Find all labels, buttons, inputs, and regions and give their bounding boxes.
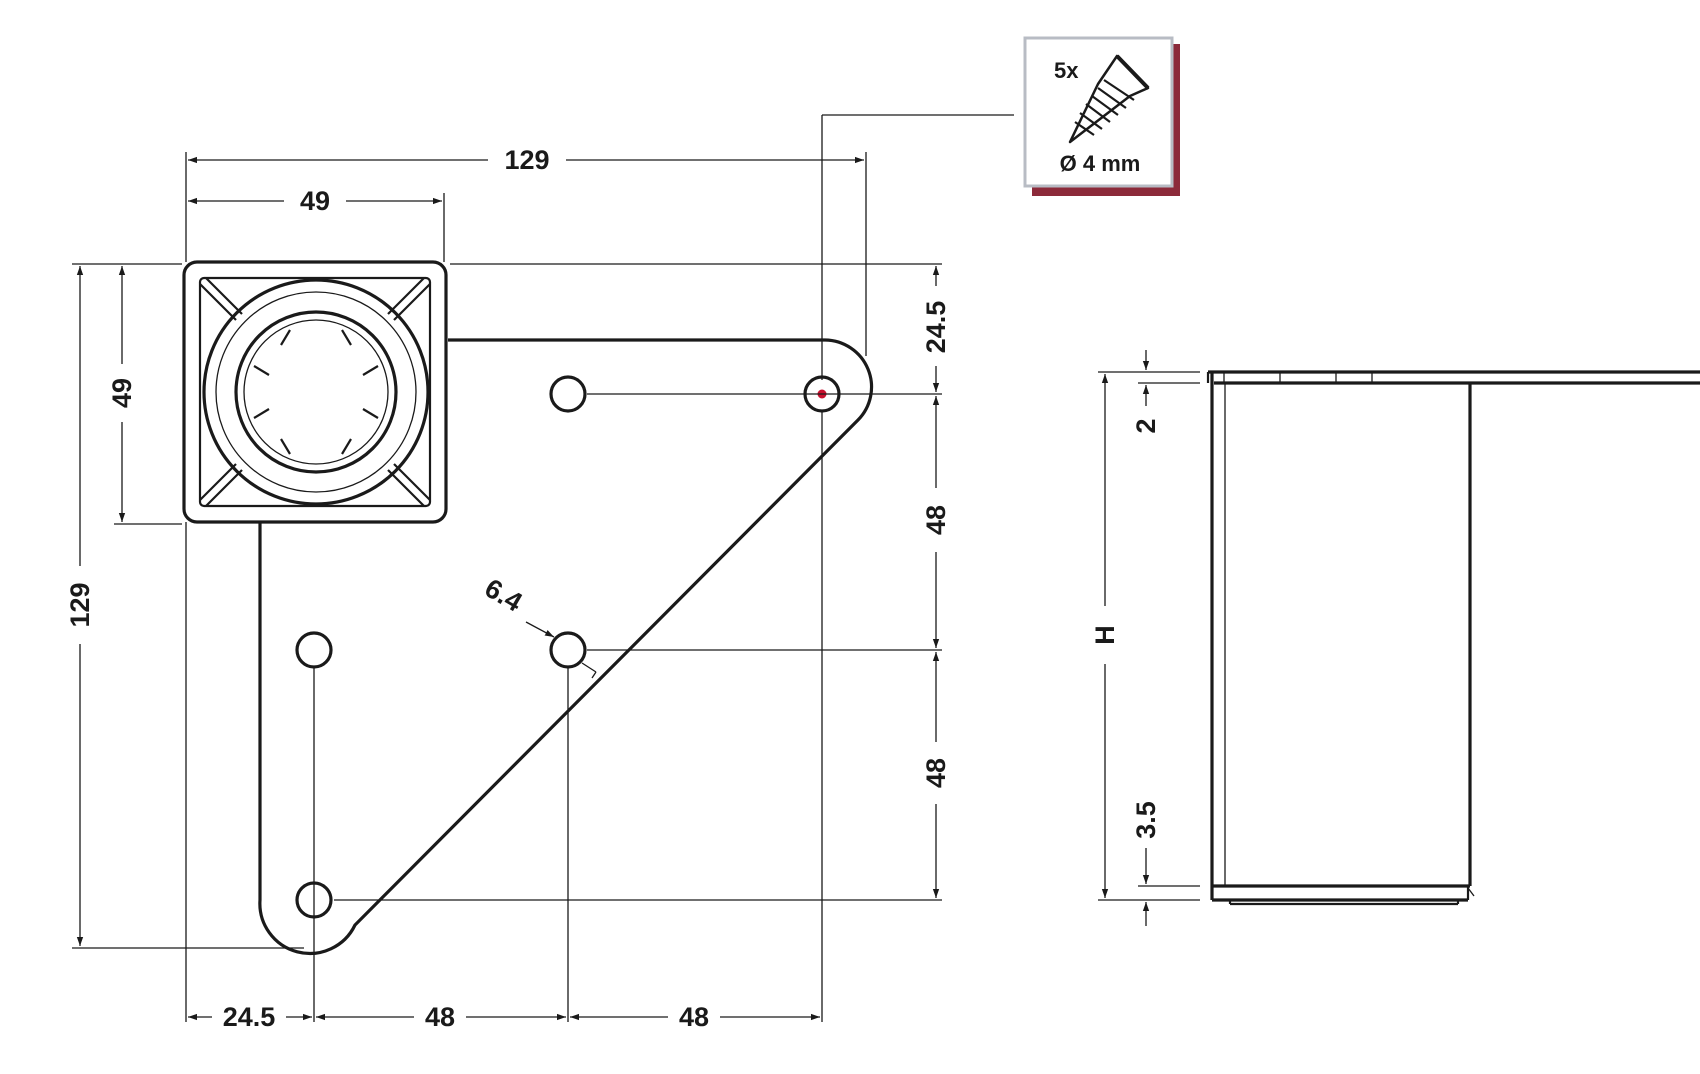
dimension-label-height: H <box>1090 625 1120 645</box>
screw-hole-left-middle <box>295 631 333 669</box>
dimension-label-right-top-offset: 24.5 <box>921 301 951 354</box>
dimension-label-overall-height: 129 <box>65 582 95 627</box>
dimension-block-width: 49 <box>188 186 442 216</box>
dimension-overall-height: 129 <box>65 266 95 946</box>
screw-callout: 5x Ø 4 mm <box>1023 36 1180 196</box>
dimension-bottom-thickness: 3.5 <box>1131 801 1161 926</box>
dimension-label-block-width: 49 <box>300 186 330 216</box>
screw-icon <box>1068 54 1150 144</box>
dimension-bottom-chain: 24.5 48 48 <box>188 1002 820 1032</box>
dimension-label-hole-diameter: 6.4 <box>480 573 528 618</box>
dimension-label-top-thickness: 2 <box>1131 418 1161 433</box>
callout-quantity: 5x <box>1054 58 1079 83</box>
screw-hole-middle <box>549 631 587 669</box>
dimension-label-bottom-thickness: 3.5 <box>1131 801 1161 839</box>
mounting-plate <box>182 260 874 956</box>
extension-lines <box>72 152 942 1022</box>
dimension-right-chain: 24.5 48 48 <box>921 266 951 898</box>
dimension-label-right-spacing-1: 48 <box>921 505 951 535</box>
dimension-label-bottom-spacing-1: 48 <box>425 1002 455 1032</box>
screw-hole-top-middle <box>549 375 587 413</box>
dimension-height-h: H <box>1090 374 1120 898</box>
socket-clips <box>253 329 379 455</box>
side-view <box>1206 370 1700 906</box>
dimension-overall-width: 129 <box>188 145 864 175</box>
dimension-label-overall-width: 129 <box>504 145 549 175</box>
dimension-label-bottom-spacing-2: 48 <box>679 1002 709 1032</box>
housing-corner-gussets <box>199 277 431 507</box>
dimension-block-height: 49 <box>107 266 137 522</box>
side-extension-lines <box>1098 371 1200 901</box>
dimension-top-thickness: 2 <box>1131 350 1161 434</box>
dimension-label-block-height: 49 <box>107 378 137 408</box>
callout-diameter: Ø 4 mm <box>1060 151 1141 176</box>
screw-callout-leader <box>821 114 1014 380</box>
dimension-label-bottom-left-offset: 24.5 <box>223 1002 276 1032</box>
dimension-label-right-spacing-2: 48 <box>921 758 951 788</box>
